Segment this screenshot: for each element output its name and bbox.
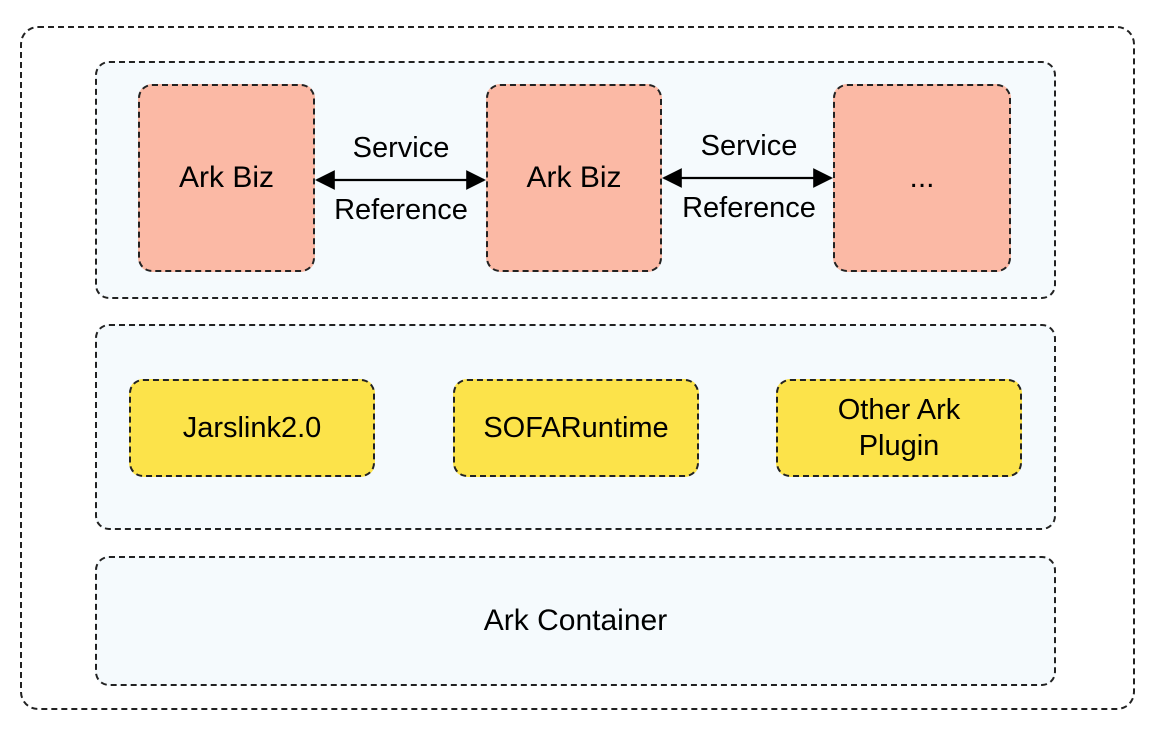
plugin-sofaruntime: SOFARuntime bbox=[453, 379, 699, 477]
plugin-other-line-1: Other Ark bbox=[837, 394, 961, 426]
link-2-bottom-label: Reference bbox=[682, 192, 816, 224]
plugin-jarslink-label: Jarslink2.0 bbox=[183, 410, 322, 446]
ark-biz-module-more-label: ... bbox=[909, 161, 935, 194]
plugin-other: Other Ark Plugin bbox=[776, 379, 1022, 477]
ark-biz-module-1: Ark Biz bbox=[138, 84, 315, 272]
ark-biz-module-2: Ark Biz bbox=[486, 84, 662, 272]
link-2-top-label: Service bbox=[700, 130, 798, 162]
plugin-jarslink: Jarslink2.0 bbox=[129, 379, 375, 477]
link-1-top-label: Service bbox=[352, 132, 450, 164]
plugin-sofaruntime-line-1: SOFARuntime bbox=[483, 412, 669, 444]
ark-biz-module-2-label: Ark Biz bbox=[526, 161, 622, 194]
link-1-bottom-label: Reference bbox=[334, 194, 468, 226]
ark-biz-module-more: ... bbox=[833, 84, 1011, 272]
ark-biz-module-1-label: Ark Biz bbox=[178, 161, 274, 194]
plugin-sofaruntime-label: SOFARuntime bbox=[483, 410, 668, 446]
plugin-other-label: Other Ark Plugin bbox=[838, 392, 961, 464]
container-layer: Ark Container bbox=[95, 556, 1056, 686]
plugin-jarslink-line-1: Jarslink2.0 bbox=[182, 412, 322, 444]
plugin-other-line-2: Plugin bbox=[858, 430, 940, 462]
container-label: Ark Container bbox=[483, 604, 668, 637]
